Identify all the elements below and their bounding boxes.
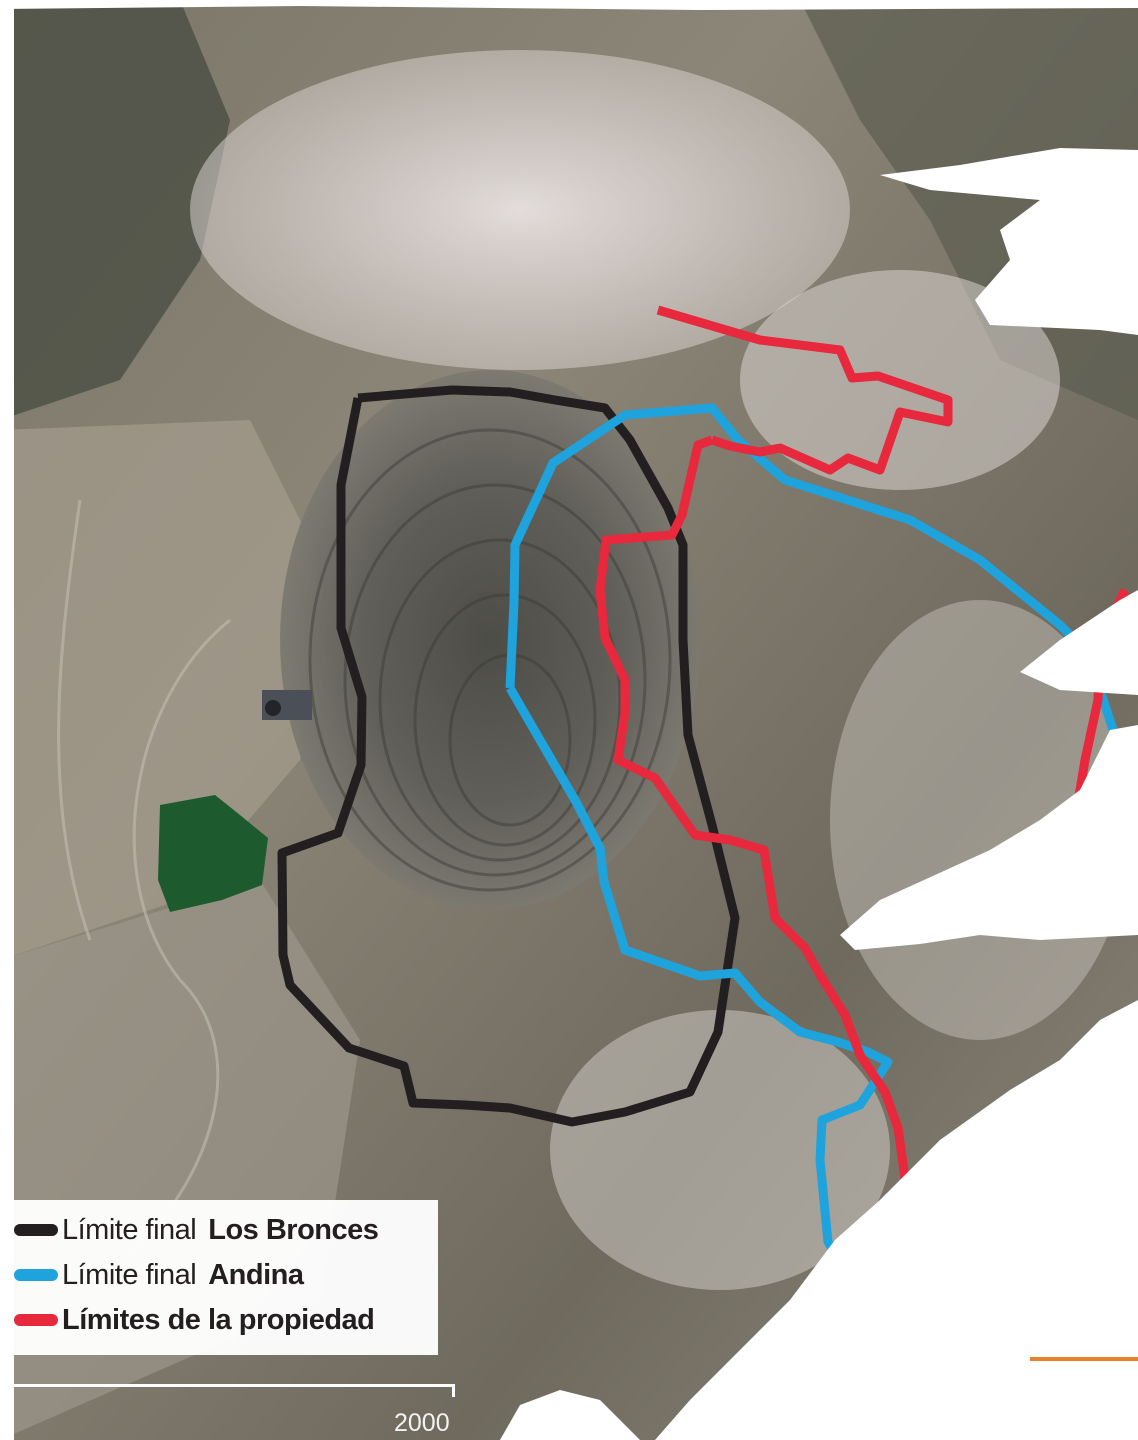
legend-prefix: Límite final: [62, 1213, 197, 1246]
torn-paper-edge-east-3: [840, 725, 1138, 950]
road-loops: [57, 499, 231, 1262]
snow-field-southeast: [550, 1010, 890, 1290]
legend-item-andina: Límite final Andina: [14, 1255, 304, 1295]
plant-area: [262, 690, 312, 720]
legend-label: Límites de la propiedad: [62, 1303, 375, 1336]
open-pit: [280, 370, 700, 910]
legend-label: Los Bronces: [208, 1213, 379, 1246]
torn-paper-edge-east-2: [1020, 590, 1138, 695]
legend-prefix: Límite final: [62, 1258, 197, 1291]
snow-field-north: [190, 50, 850, 370]
andina-limit-line-south: [506, 685, 893, 1293]
torn-paper-edge-left: [0, 0, 14, 1440]
legend-item-los-bronces: Límite final Los Bronces: [14, 1210, 379, 1250]
legend-swatch-property: [14, 1314, 58, 1326]
legend-label: Andina: [208, 1258, 304, 1291]
pond: [158, 795, 268, 912]
los-bronces-limit-line: [277, 385, 740, 1127]
legend-item-property: Límites de la propiedad: [14, 1300, 375, 1340]
scale-label: 2000: [394, 1409, 450, 1437]
property-limit-line: [595, 435, 913, 1232]
property-limit-line-north: [656, 305, 953, 475]
torn-paper-edge-east: [880, 148, 1138, 335]
torn-paper-edge-top: [0, 0, 1138, 10]
accent-rule: [1030, 1357, 1138, 1361]
scale-bar: [0, 1384, 455, 1397]
terrain-dark-west: [0, 0, 230, 420]
torn-paper-edge-south: [500, 1390, 640, 1440]
torn-paper-edge-southeast: [655, 1000, 1138, 1440]
legend-swatch-los-bronces: [14, 1224, 58, 1236]
legend-swatch-andina: [14, 1269, 58, 1281]
pit-benches: [308, 428, 672, 892]
